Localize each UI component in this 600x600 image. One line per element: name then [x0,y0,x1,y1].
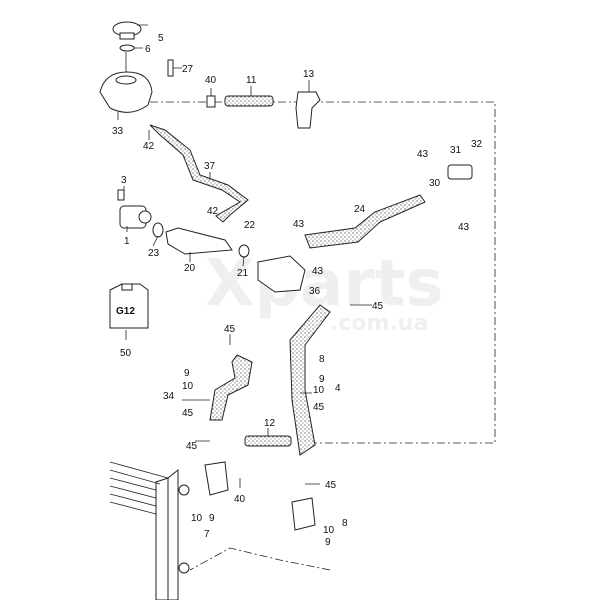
callout: 10 [191,513,203,524]
callout: 9 [325,537,331,548]
callout: 40 [205,75,217,86]
callout: 11 [246,75,257,86]
callout: 45 [372,301,384,312]
callout: 42 [207,206,219,217]
connector-8 [291,497,316,531]
callout: 45 [224,324,236,335]
callout: 10 [313,385,325,396]
callout: 21 [237,268,249,279]
callout: 10 [323,525,335,536]
callout: 7 [204,529,210,540]
callout: 43 [417,149,429,160]
callout: 9 [209,513,215,524]
callout: 37 [204,161,216,172]
connector-7 [204,461,229,496]
callout: 45 [325,480,337,491]
callout: 3 [121,175,127,186]
coolant-flange-36 [257,255,306,293]
callout: 43 [312,266,324,277]
callout: 43 [293,219,305,230]
callout: 9 [184,368,190,379]
callout: 4 [335,383,341,394]
hose-24 [304,194,426,249]
callout: 6 [145,44,151,55]
callout: 22 [244,220,256,231]
callout: 45 [182,408,194,419]
callout: 10 [182,381,194,392]
connection-line [150,101,496,444]
callout: 36 [309,286,321,297]
part-13 [295,91,321,129]
o-ring-23 [152,222,164,238]
callout: 12 [264,418,276,429]
radiator [109,461,190,600]
callout: 8 [319,354,325,365]
callout: 13 [303,69,315,80]
connection-line [189,547,331,571]
hose-34 [209,354,253,421]
callout: 45 [313,402,325,413]
callout: 45 [186,441,198,452]
callout: 24 [354,204,366,215]
callout: 42 [143,141,155,152]
callout: 31 [450,145,462,156]
callout: 8 [342,518,348,529]
canister-label: G12 [116,306,135,317]
callout: 20 [184,263,196,274]
callout: 23 [148,248,160,259]
watermark-domain: .com.ua [330,311,428,336]
callout: 33 [112,126,124,137]
callout: 5 [158,33,164,44]
coolant-canister: G12 [109,283,149,329]
callout: 32 [471,139,483,150]
expansion-tank [99,21,174,113]
callout: 50 [120,348,132,359]
callout: 9 [319,374,325,385]
callout-labels: 5 6 27 40 11 13 33 42 37 3 42 22 43 24 4… [112,33,483,548]
hose-12 [244,435,292,447]
hose-11 [224,95,274,107]
callout: 27 [182,64,194,75]
callout: 1 [124,236,130,247]
hose-4 [289,304,331,456]
o-ring-21 [238,244,250,258]
callout: 34 [163,391,175,402]
callout: 30 [429,178,441,189]
callout: 43 [458,222,470,233]
part-31 [447,164,473,180]
callout: 40 [234,494,246,505]
pipe-20 [165,227,233,255]
bolt-3 [117,189,125,201]
hose-37 [149,124,249,223]
clamp-40 [206,95,216,108]
